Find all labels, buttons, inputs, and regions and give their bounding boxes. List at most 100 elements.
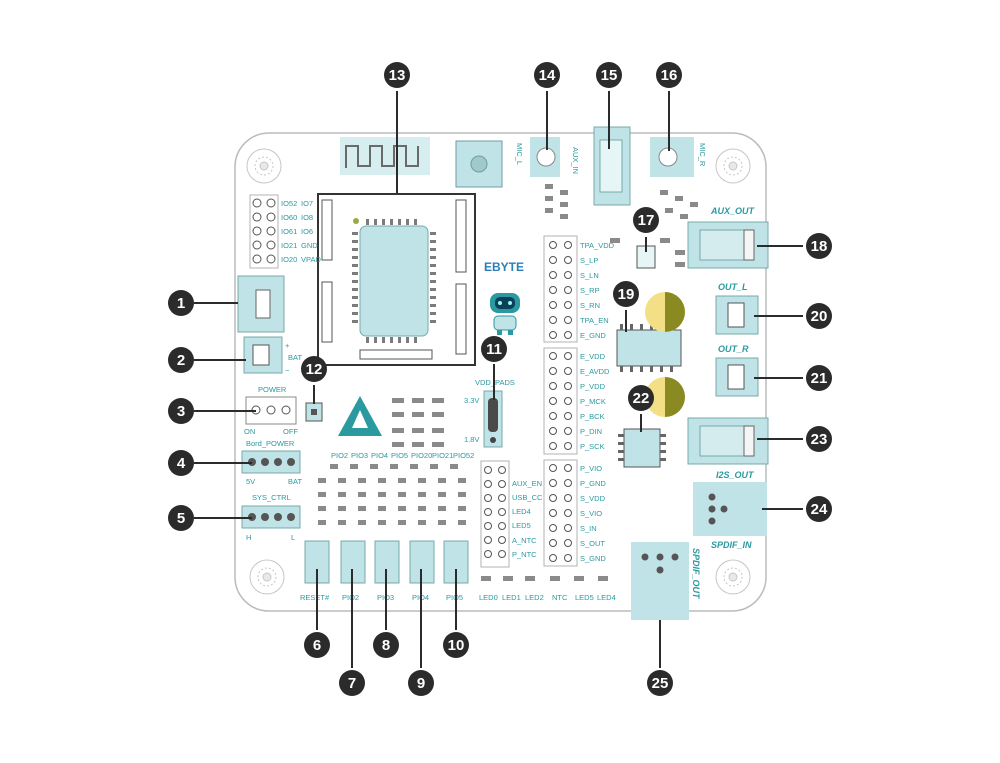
callout-3: 3 [177, 403, 185, 420]
pio-row-label: PIO52 [453, 451, 474, 460]
sys-h-label: H [246, 533, 251, 542]
rh-label: E_GND [580, 331, 606, 340]
pio2-label: PIO2 [342, 593, 359, 602]
io-label: IO61 [281, 227, 297, 236]
power-label: POWER [258, 385, 287, 394]
led-label: NTC [552, 593, 568, 602]
io-label: IO21 [281, 241, 297, 250]
mid-label: LED4 [512, 507, 531, 516]
io-label: VPAD [301, 255, 321, 264]
callout-24: 24 [811, 501, 828, 518]
led-labels: LED0 LED1 LED2 NTC LED5 LED4 [479, 593, 616, 602]
io-label: IO8 [301, 213, 313, 222]
io-label: IO52 [281, 199, 297, 208]
bat-plus-label: + [285, 341, 290, 350]
rh-label: P_MCK [580, 397, 606, 406]
vdd-18-label: 1.8V [464, 435, 479, 444]
mic-l-label: MIC_L [515, 143, 524, 165]
mounting-holes [246, 148, 751, 595]
callout-17: 17 [638, 212, 655, 229]
ebyte-logo: EBYTE [484, 260, 524, 274]
amplifier-ic [616, 329, 682, 367]
rh-label: S_VIO [580, 509, 602, 518]
pio-row-labels: PIO2 PIO3 PIO4 PIO5 PIO20 PIO21 PIO52 [331, 451, 474, 460]
reset-label: RESET# [300, 593, 330, 602]
bat-minus-label: − [285, 366, 290, 375]
module-pins [352, 219, 436, 343]
callout-7: 7 [348, 675, 356, 692]
pio-row-label: PIO4 [371, 451, 388, 460]
module-side-headers [321, 199, 467, 360]
antenna-trace [345, 145, 419, 168]
mid-label: A_NTC [512, 536, 537, 545]
rh-label: S_RP [580, 286, 600, 295]
bord-bat-label: BAT [288, 477, 302, 486]
smd-top-right [545, 184, 698, 267]
callout-19: 19 [618, 286, 635, 303]
spdif-in-label: SPDIF_IN [711, 540, 752, 550]
right-header-labels: TPA_VDD S_LP S_LN S_RP S_RN TPA_EN E_GND… [580, 241, 615, 563]
bat-label: BAT [288, 353, 302, 362]
rh-label: S_IN [580, 524, 597, 533]
callout-5: 5 [177, 510, 185, 527]
switch-off-label: OFF [283, 427, 298, 436]
callout-11: 11 [486, 341, 502, 358]
callout-20: 20 [811, 308, 828, 325]
right-header-pins [549, 241, 572, 562]
led-label: LED5 [575, 593, 594, 602]
pio-row-label: PIO20 [411, 451, 432, 460]
mid-label: LED5 [512, 521, 531, 530]
rh-label: P_DIN [580, 427, 602, 436]
callout-6: 6 [313, 637, 321, 654]
rh-label: TPA_VDD [580, 241, 615, 250]
sys-l-label: L [291, 533, 295, 542]
mid-header [480, 460, 510, 568]
led-label: LED2 [525, 593, 544, 602]
pio-row-label: PIO21 [432, 451, 453, 460]
mid-label: AUX_EN [512, 479, 542, 488]
switch-on-label: ON [244, 427, 255, 436]
callout-4: 4 [177, 455, 186, 472]
out-l-label: OUT_L [718, 282, 748, 292]
aux-out-label: AUX_OUT [710, 206, 756, 216]
rh-label: P_GND [580, 479, 606, 488]
callout-10: 10 [448, 637, 465, 654]
bord-5v-label: 5V [246, 477, 255, 486]
mid-header-labels: AUX_EN USB_CC LED4 LED5 A_NTC P_NTC [512, 479, 543, 559]
vdd-33-label: 3.3V [464, 396, 479, 405]
out-r-label: OUT_R [718, 344, 749, 354]
bord-power-label: Bord_POWER [246, 439, 295, 448]
io-label: IO60 [281, 213, 297, 222]
io-header-left-labels: IO52 IO60 IO61 IO21 IO20 IO7 IO8 IO6 GND… [281, 199, 321, 264]
rh-label: S_VDD [580, 494, 606, 503]
mid-label: P_NTC [512, 550, 537, 559]
io-label: IO7 [301, 199, 313, 208]
callout-8: 8 [382, 637, 390, 654]
io-label: IO6 [301, 227, 313, 236]
battery-connector [243, 336, 283, 374]
callout-16: 16 [661, 67, 678, 84]
module-outline [317, 193, 476, 366]
led-label: LED1 [502, 593, 521, 602]
io-label: IO20 [281, 255, 297, 264]
callout-15: 15 [601, 67, 618, 84]
sys-ctrl-label: SYS_CTRL [252, 493, 291, 502]
callout-9: 9 [417, 675, 425, 692]
electrolytic-capacitors [645, 292, 685, 417]
led-label: LED0 [479, 593, 498, 602]
spdif-in-connector [693, 482, 767, 536]
callout-21: 21 [811, 370, 828, 387]
rh-label: P_BCK [580, 412, 605, 421]
i2s-out-label: I2S_OUT [716, 470, 755, 480]
callout-leaders [194, 91, 803, 668]
callout-23: 23 [811, 431, 828, 448]
callout-13: 13 [389, 67, 406, 84]
mic-r-label: MIC_R [698, 143, 707, 167]
rh-label: TPA_EN [580, 316, 609, 325]
pio-row-label: PIO5 [391, 451, 408, 460]
callout-12: 12 [306, 361, 323, 378]
callout-25: 25 [652, 675, 669, 692]
io-header-left [249, 194, 279, 269]
robot-mascot-icon [490, 293, 520, 335]
